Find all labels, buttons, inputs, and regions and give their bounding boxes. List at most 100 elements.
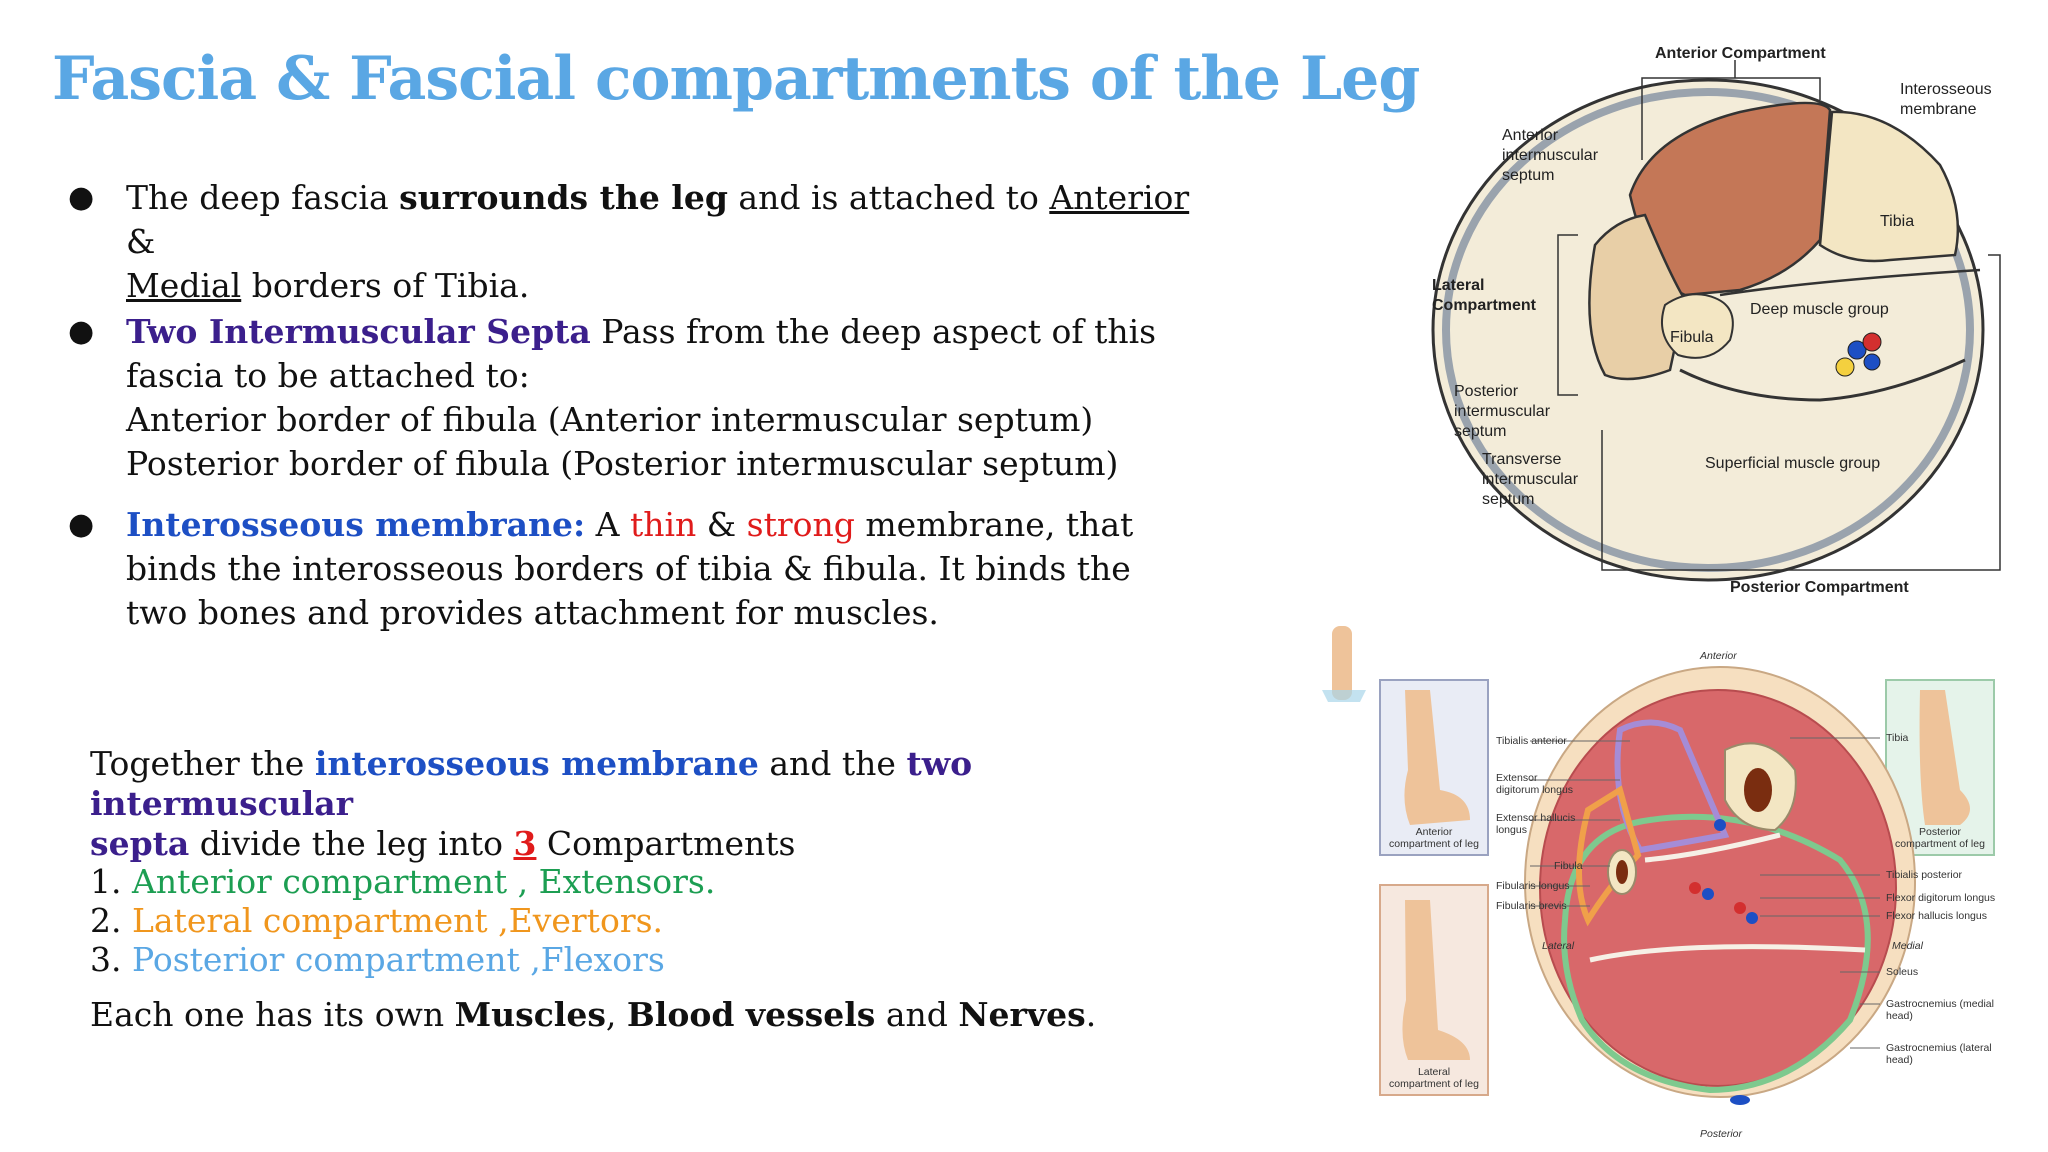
vessel-blue — [1714, 819, 1726, 831]
leg-sketch — [1404, 690, 1470, 825]
text: divide the leg into — [189, 824, 514, 863]
label-fibularis-longus: Fibularis longus — [1496, 880, 1570, 892]
list-item: 2. Lateral compartment ,Evertors. — [90, 901, 1190, 940]
text-orange: Lateral compartment ,Evertors. — [131, 901, 664, 940]
text: borders of Tibia. — [241, 266, 530, 305]
text-green: Anterior compartment , Extensors. — [131, 862, 716, 901]
transverse-septum-line — [1679, 358, 1966, 402]
label-fibula: Fibula — [1554, 860, 1583, 872]
text-red: strong — [746, 505, 855, 544]
text-heading: Two Intermuscular Septa — [126, 312, 591, 351]
label-extensor-digitorum-longus: Extensor digitorum longus — [1496, 772, 1574, 796]
label-posterior-septum: Posterior intermuscular septum — [1454, 383, 1551, 440]
vessel-red — [1689, 882, 1701, 894]
text: Together the — [90, 744, 315, 783]
interosseous-line — [1719, 268, 1981, 297]
list-number: 2. — [90, 901, 132, 940]
text: and — [875, 995, 959, 1034]
label-deep-muscle-group: Deep muscle group — [1750, 301, 1889, 318]
label-lateral: Lateral — [1542, 940, 1575, 952]
text-heading: Interosseous membrane: — [126, 505, 586, 544]
section-plane — [1322, 690, 1366, 702]
label-tibia: Tibia — [1880, 213, 1915, 230]
text: membrane, that — [854, 505, 1134, 544]
text: & — [126, 222, 156, 261]
text: A — [585, 505, 630, 544]
text-bold: Nerves — [958, 995, 1086, 1034]
text-red: thin — [629, 505, 697, 544]
text-underlined: Medial — [126, 266, 242, 305]
label-lateral-compartment: Lateral Compartment — [1432, 277, 1537, 314]
text: Posterior border of fibula (Posterior in… — [126, 444, 1119, 483]
illustrated-svg — [1322, 626, 1995, 1105]
bullet-dot: ● — [68, 314, 95, 349]
text-light-blue: Posterior compartment ,Flexors — [131, 940, 665, 979]
text-red: 3 — [513, 824, 537, 863]
label-anterior-septum: Anterior intermuscular septum — [1502, 127, 1599, 184]
label-transverse-septum: Transverse intermuscular septum — [1482, 451, 1579, 508]
posterior-compartment-outline — [1561, 813, 1871, 1094]
text: and is attached to — [727, 178, 1050, 217]
slide-title: Fascia & Fascial compartments of the Leg — [52, 44, 1420, 114]
label-fibularis-brevis: Fibularis brevis — [1496, 900, 1567, 912]
text: two bones and provides attachment for mu… — [126, 593, 939, 632]
label-gastrocnemius-medial: Gastrocnemius (medial head) — [1886, 998, 1994, 1022]
text-purple: septa — [90, 824, 190, 863]
text-purple: two intermuscular — [90, 744, 973, 823]
text: binds the interosseous borders of tibia … — [126, 549, 1131, 588]
fibula-bone — [1661, 293, 1734, 359]
vessel-blue — [1702, 888, 1714, 900]
bullet-dot: ● — [68, 507, 95, 542]
text-underlined: Anterior — [1049, 178, 1190, 217]
vessel-blue — [1730, 1095, 1750, 1105]
text: . — [1085, 995, 1097, 1034]
label-tibialis-anterior: Tibialis anterior — [1496, 735, 1567, 747]
bullet-3-text: Interosseous membrane: A thin & strong m… — [126, 503, 1206, 635]
text: Compartments — [536, 824, 796, 863]
vessel-red — [1862, 332, 1882, 352]
bullet-1-text: The deep fascia surrounds the leg and is… — [126, 176, 1206, 308]
illustrated-cross-section: Anterior Posterior Lateral Medial Anteri… — [1320, 620, 2010, 1145]
text: and the — [758, 744, 907, 783]
text: & — [696, 505, 747, 544]
anterior-bracket — [1641, 77, 1821, 160]
compartments-list: 1. Anterior compartment , Extensors. 2. … — [90, 862, 1190, 979]
label-tibialis-posterior: Tibialis posterior — [1886, 869, 1963, 881]
vessel-blue — [1847, 340, 1867, 360]
label-soleus: Soleus — [1886, 966, 1919, 978]
label-posterior: Posterior — [1700, 1128, 1743, 1140]
leg-sketch — [1919, 690, 1970, 825]
label-fibula: Fibula — [1670, 329, 1714, 346]
posterior-bracket — [1601, 254, 2001, 571]
label-tibia: Tibia — [1886, 732, 1909, 744]
leg-thumbnail — [1332, 626, 1352, 700]
text: Pass from the deep aspect of this — [590, 312, 1157, 351]
label-posterior-compartment-of-leg: Posterior compartment of leg — [1895, 826, 1985, 850]
lateral-bracket — [1557, 234, 1578, 396]
bullet-dot: ● — [68, 180, 95, 215]
list-number: 1. — [90, 862, 132, 901]
interosseous-membrane — [1644, 832, 1781, 863]
list-number: 3. — [90, 940, 132, 979]
deep-fascia — [1442, 88, 1974, 572]
text-bold: surrounds the leg — [399, 178, 728, 217]
label-lateral-compartment-of-leg: Lateral compartment of leg — [1389, 1066, 1479, 1090]
cross-section-diagram: Anterior Compartment Interosseous membra… — [1420, 40, 2040, 620]
nerve-yellow — [1835, 357, 1855, 377]
cross-section-svg — [1431, 60, 2001, 582]
vessel-blue — [1746, 912, 1758, 924]
text: fascia to be attached to: — [126, 356, 530, 395]
together-paragraph: Together the interosseous membrane and t… — [90, 744, 1240, 864]
tibia-bone — [1818, 110, 1960, 263]
label-superficial-muscle-group: Superficial muscle group — [1705, 455, 1881, 472]
lateral-compartment-muscle — [1588, 213, 1687, 381]
label-anterior-compartment-of-leg: Anterior compartment of leg — [1389, 826, 1479, 850]
label-extensor-hallucis-longus: Extensor hallucis longus — [1496, 812, 1576, 836]
text: , — [605, 995, 627, 1034]
text-bold: Muscles — [454, 995, 606, 1034]
list-item: 3. Posterior compartment ,Flexors — [90, 940, 1190, 979]
label-posterior-compartment: Posterior Compartment — [1730, 579, 1909, 596]
text-blue: interosseous membrane — [314, 744, 759, 783]
fibula-marrow — [1616, 860, 1628, 884]
vessel-red — [1734, 902, 1746, 914]
